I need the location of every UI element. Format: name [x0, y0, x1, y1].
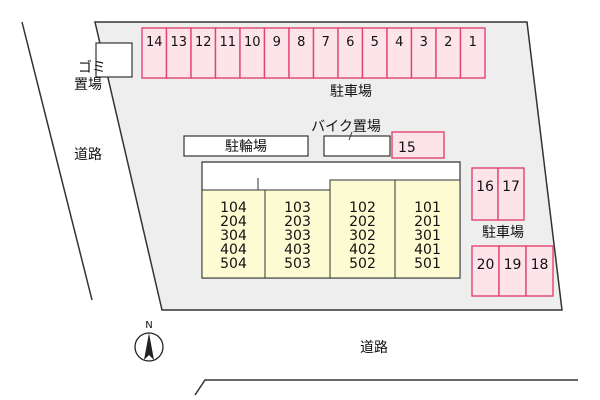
garbage-area: [95, 42, 133, 78]
parking-slot-9-number: 9: [273, 35, 281, 50]
compass-arrow: [144, 333, 154, 360]
unit-102: 102: [349, 200, 376, 216]
garbage-label-line1: ゴミ: [78, 59, 106, 76]
unit-201: 201: [414, 214, 441, 230]
parking-slot-15-number: 15: [398, 140, 416, 156]
parking-slot-14: [141, 27, 168, 79]
parking-slot-13: [165, 27, 192, 79]
parking-slot-12-number: 12: [195, 35, 212, 50]
parking-slot-4: [386, 27, 413, 79]
parking-slot-16-number: 16: [476, 179, 494, 195]
parking-slot-19-number: 19: [504, 257, 522, 273]
bike-parking-mark: [348, 131, 353, 141]
parking-slot-11-number: 11: [219, 35, 236, 50]
parking-slot-7-number: 7: [322, 35, 330, 50]
parking-slot-6: [337, 27, 364, 79]
parking-slot-8-number: 8: [297, 35, 305, 50]
parking-slot-18-number: 18: [531, 257, 549, 273]
bike-label: バイク置場: [311, 119, 381, 135]
bike-parking: [323, 135, 391, 157]
parking-label-right: 駐車場: [482, 224, 524, 241]
parking-slot-6-number: 6: [346, 35, 354, 50]
unit-202: 202: [349, 214, 376, 230]
parking-slot-3: [410, 27, 437, 79]
unit-column-4: [394, 179, 461, 279]
parking-slot-18: [525, 245, 554, 297]
bicycle-label: 駐輪場: [225, 138, 267, 155]
unit-column-3: [329, 179, 396, 279]
compass-north-label: N: [145, 320, 152, 331]
unit-203: 203: [284, 214, 311, 230]
parking-slot-10-number: 10: [244, 35, 261, 50]
north-compass: N: [134, 320, 164, 362]
parking-slot-5-number: 5: [371, 35, 379, 50]
parking-slot-14-number: 14: [146, 35, 163, 50]
unit-304: 304: [220, 228, 247, 244]
parking-slot-17-number: 17: [502, 179, 520, 195]
parking-label-top: 駐車場: [330, 83, 372, 100]
unit-401: 401: [414, 242, 441, 258]
unit-403: 403: [284, 242, 311, 258]
unit-301: 301: [414, 228, 441, 244]
unit-column-2: [264, 189, 331, 279]
parking-slot-9: [263, 27, 290, 79]
parking-row-top: 14 13 12 11 10 9 8 7 6 5 4 3 2 1: [141, 27, 486, 79]
parking-slot-1-number: 1: [469, 35, 477, 50]
parking-slot-2: [435, 27, 462, 79]
parking-slot-20-number: 20: [477, 257, 495, 273]
unit-501: 501: [414, 256, 441, 272]
unit-503: 503: [284, 256, 311, 272]
road-edge-bottom: [194, 379, 578, 396]
bicycle-parking: [183, 135, 309, 157]
garbage-label-line2: 置場: [74, 77, 102, 93]
unit-404: 404: [220, 242, 247, 258]
unit-502: 502: [349, 256, 376, 272]
parking-slot-13-number: 13: [170, 35, 187, 50]
road-edge-left: [21, 21, 93, 301]
parking-slot-17: [497, 167, 525, 221]
unit-504: 504: [220, 256, 247, 272]
unit-101: 101: [414, 200, 441, 216]
parking-slot-2-number: 2: [444, 35, 452, 50]
unit-204: 204: [220, 214, 247, 230]
unit-302: 302: [349, 228, 376, 244]
unit-103: 103: [284, 200, 311, 216]
parking-slot-4-number: 4: [395, 35, 403, 50]
road-label-bottom: 道路: [360, 340, 388, 356]
parking-slot-15: [391, 131, 445, 159]
building-units: 1042043044045041032033034035031022023024…: [201, 178, 461, 279]
road-label-left: 道路: [74, 147, 102, 163]
parking-slot-8: [288, 27, 315, 79]
parking-right-lower: 20 19 18: [471, 245, 554, 297]
parking-slot-1: [459, 27, 486, 79]
unit-104: 104: [220, 200, 247, 216]
unit-303: 303: [284, 228, 311, 244]
parking-slot-3-number: 3: [420, 35, 428, 50]
parking-slot-7: [312, 27, 339, 79]
unit-402: 402: [349, 242, 376, 258]
